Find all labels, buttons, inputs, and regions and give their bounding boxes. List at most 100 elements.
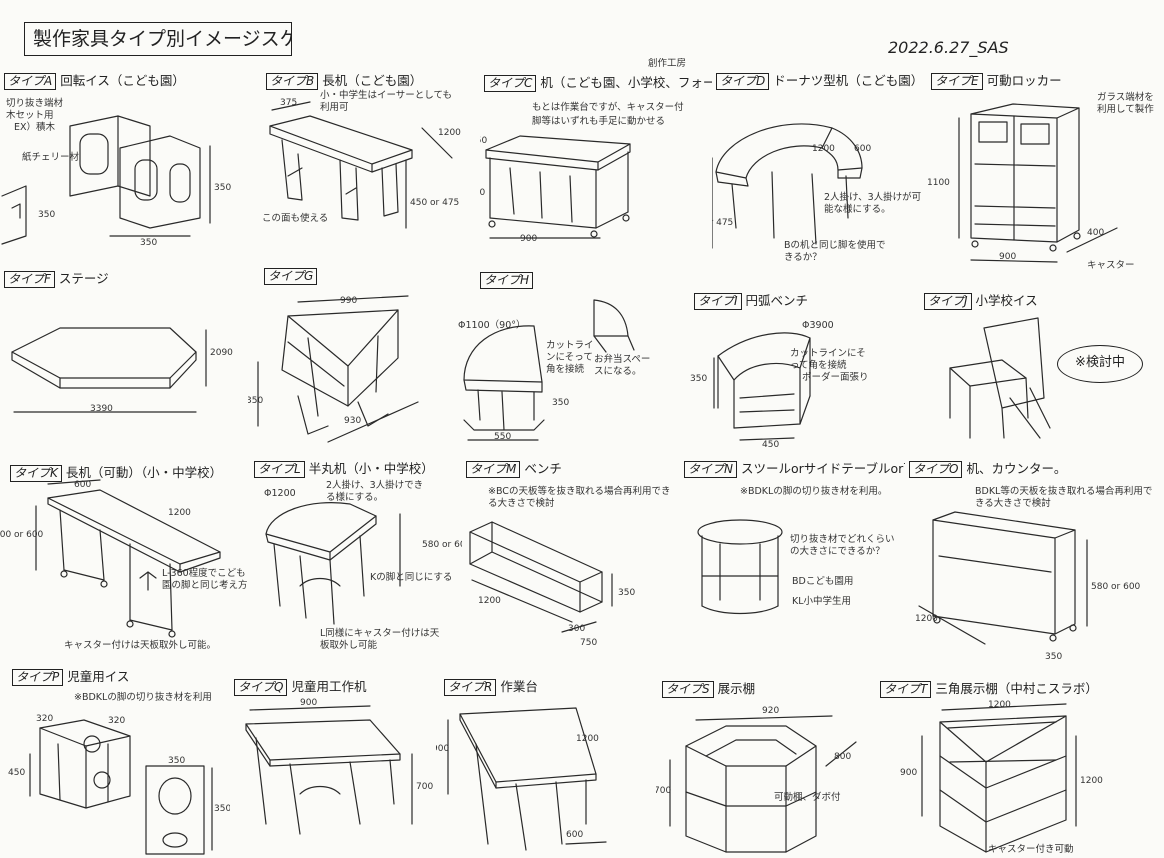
dimension-label: 1200: [812, 144, 835, 154]
child-chair-sketch: [29, 719, 213, 855]
type-name: 三角展示棚（中村こスラボ）: [935, 681, 1098, 696]
type-name: 展示棚: [717, 681, 756, 696]
dimension-label: 350: [618, 588, 636, 598]
type-name: ステージ: [58, 271, 109, 286]
type-note: ※BDKLの脚の切り抜き材を利用。: [740, 486, 888, 497]
dimension-label: 350: [214, 804, 230, 814]
dimension-label: 750: [580, 638, 598, 648]
dimension-label: 500 or 600: [0, 530, 44, 540]
dimension-label: 1200: [576, 734, 599, 744]
type-name: 可動ロッカー: [986, 73, 1062, 88]
type-note: キャスター付けは天板取外し可能。: [64, 640, 217, 651]
type-tag: タイプJ: [924, 293, 972, 310]
type-name: ドーナツ型机（こども園）: [773, 73, 924, 88]
type-tag: タイプR: [444, 679, 497, 696]
dimension-label: 990: [340, 296, 358, 306]
dimension-label: 450: [762, 440, 780, 450]
type-tag: タイプL: [254, 461, 305, 478]
type-name: 児童用イス: [67, 669, 130, 684]
dimension-label: 930: [344, 416, 362, 426]
type-note: L同様にキャスター付けは天板取外し可能: [320, 628, 440, 651]
type-note: 創作工房: [648, 58, 687, 69]
dimension-label: 450: [8, 768, 26, 778]
type-tag: タイプK: [10, 465, 62, 482]
dimension-label: 1200: [915, 614, 938, 624]
dimension-label: 800: [834, 752, 852, 762]
type-note: L-360程度でこども園の脚と同じ考え方: [162, 568, 248, 591]
type-tag: タイプS: [662, 681, 714, 698]
sheet-date: 2022.6.27_SAS: [888, 38, 1009, 57]
type-name: ベンチ: [524, 461, 562, 476]
type-tag: タイプO: [909, 461, 963, 478]
movable-long-desk-sketch: [35, 479, 221, 638]
type-note: この面も使える: [262, 213, 329, 224]
dimension-label: 350: [140, 238, 158, 248]
dimension-label: 450 or 475: [712, 218, 734, 228]
dimension-label: 350: [690, 374, 708, 384]
type-note: ボーダー面張り: [802, 372, 869, 383]
dimension-label: 350: [248, 396, 264, 406]
dimension-label: 350: [168, 756, 186, 766]
type-note: ※BDKLの脚の切り抜き材を利用: [74, 692, 212, 703]
dimension-label: 1200: [1080, 776, 1103, 786]
dimension-label: 320: [36, 714, 54, 724]
dimension-label: 1200: [168, 508, 191, 518]
type-note: EX）積木: [14, 122, 56, 133]
type-note: ※BCの天板等を抜き取れる場合再利用できる大きさで検討: [488, 486, 671, 509]
type-n-cell: タイプNスツールorサイドテーブルor可動棚 ※BDKLの脚の切り抜き材を利用。…: [680, 456, 905, 656]
type-note: BDKL等の天板を抜き取れる場合再利用できる大きさで検討: [975, 486, 1153, 509]
dimension-label: 1100: [927, 178, 950, 188]
dimension-label: 600: [74, 480, 92, 490]
type-tag: タイプP: [12, 669, 64, 686]
type-name: 机（こども園、小学校、フォーラム）: [540, 75, 712, 90]
type-note: 切り抜き端材: [6, 98, 64, 109]
sheet-title: 製作家具タイプ別イメージスケッチ: [24, 22, 292, 56]
dimension-label: 320: [108, 716, 126, 726]
dimension-label: 350: [480, 188, 486, 198]
type-h-cell: タイプH Φ1100（90°） カットラインにそって角を接続 お弁当スペースにな…: [454, 270, 680, 460]
dimension-label: 900: [900, 768, 918, 778]
type-note: キャスター: [1087, 260, 1135, 271]
dimension-label: 550: [494, 432, 512, 442]
type-name: 児童用工作机: [291, 679, 367, 694]
type-note: カットラインにそって角を接続: [546, 340, 594, 375]
type-tag: タイプM: [466, 461, 521, 478]
dimension-label: 580 or 600: [1091, 582, 1141, 592]
craft-desk-sketch: [245, 705, 413, 835]
type-name: 小学校イス: [975, 293, 1038, 308]
desk-caster-sketch: [485, 135, 631, 239]
type-note: 紙チェリー材: [22, 152, 80, 163]
type-note: 切り抜き材でどれくらいの大きさにできるか？: [790, 534, 895, 557]
bench-sketch: [469, 521, 613, 633]
type-tag: タイプD: [716, 73, 770, 90]
dimension-label: 600: [566, 830, 584, 840]
dimension-label: 900: [520, 234, 538, 244]
dimension-label: 350: [38, 210, 56, 220]
type-note: Φ3900: [802, 320, 834, 331]
dimension-label: 900: [436, 744, 450, 754]
dimension-label: 375: [280, 98, 298, 108]
type-tag: タイプI: [694, 293, 742, 310]
type-name: スツールorサイドテーブルor可動棚: [740, 461, 905, 476]
type-note: 小・中学生はイーサーとしても利用可: [320, 90, 453, 113]
type-note: もとは作業台ですが、キャスター付: [532, 102, 684, 113]
type-note: 2人掛け、3人掛けが可能な様にする。: [824, 192, 922, 215]
type-tag: タイプQ: [234, 679, 288, 696]
donut-desk-sketch: [712, 123, 863, 249]
type-g-cell: タイプG 990 930 350: [248, 266, 454, 456]
type-note: キャスター付き可動: [988, 844, 1074, 855]
type-note: 脚等はいずれも手足に動かせる: [532, 116, 666, 127]
dimension-label: 300: [568, 624, 586, 634]
